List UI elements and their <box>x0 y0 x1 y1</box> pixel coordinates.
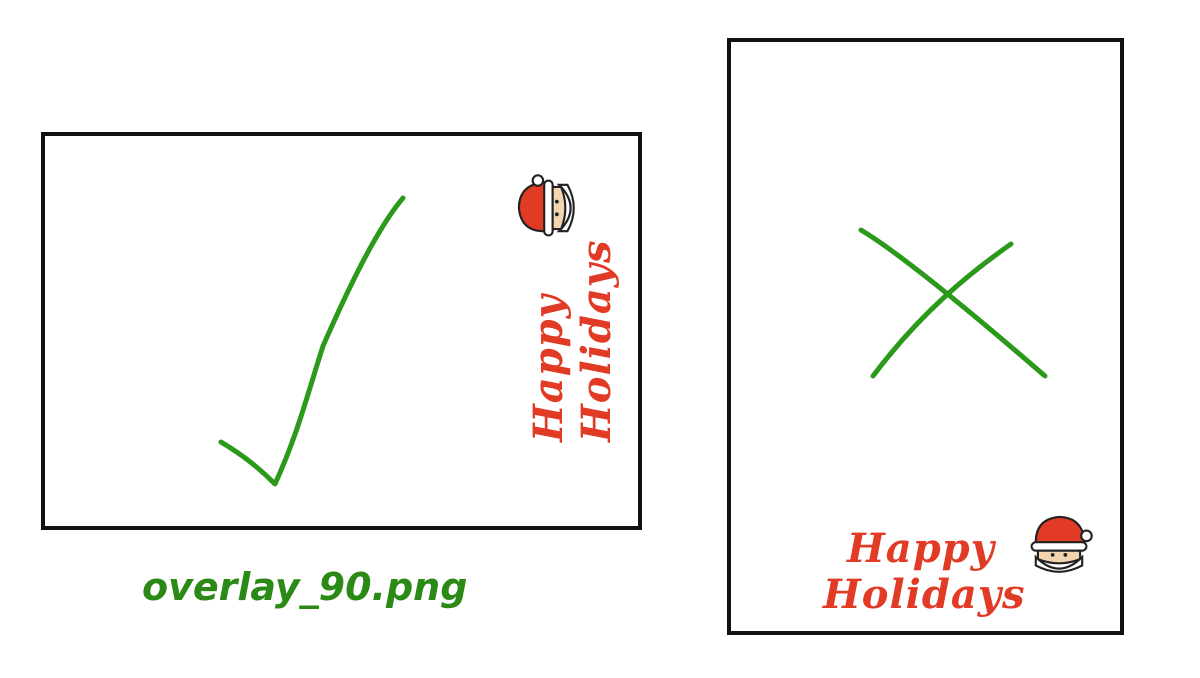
santa-icon <box>517 174 575 237</box>
greeting-line2: Holidays <box>823 571 1026 618</box>
santa-icon <box>1030 515 1093 573</box>
card-incorrect: Happy Holidays <box>727 38 1124 635</box>
cross-icon <box>858 227 1048 379</box>
card-correct: Happy Holidays <box>41 132 642 530</box>
greeting-line2: Holidays <box>573 239 620 442</box>
greeting-line1: Happy <box>847 525 995 572</box>
filename-caption: overlay_90.png <box>142 565 468 609</box>
checkmark-icon <box>218 195 406 487</box>
greeting-line1: Happy <box>525 294 572 442</box>
